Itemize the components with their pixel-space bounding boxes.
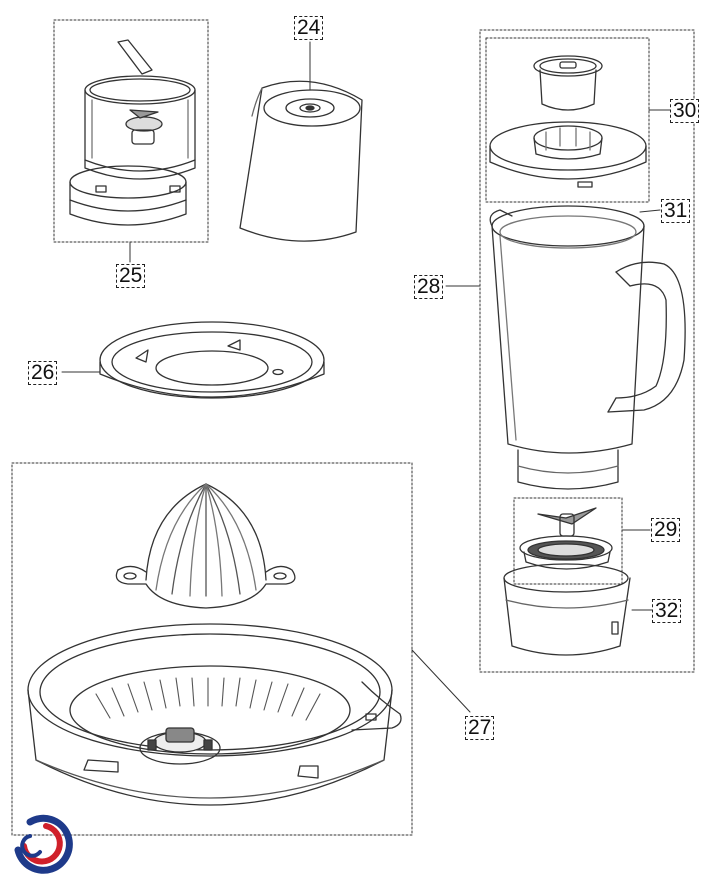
part-24-cap-drawing <box>239 41 363 242</box>
part-label-27: 27 <box>465 716 495 740</box>
part-label-29: 29 <box>651 518 681 542</box>
part-31-leader-drawing <box>639 209 661 213</box>
part-26-lid-drawing <box>61 321 325 399</box>
part-27-citrus-press-drawing <box>11 462 471 836</box>
part-label-28: 28 <box>414 275 444 299</box>
part-label-26: 26 <box>28 361 58 385</box>
part-25-grinder-drawing <box>53 19 209 263</box>
part-label-31: 31 <box>661 199 691 223</box>
brand-swirl-logo <box>14 814 73 874</box>
part-label-25: 25 <box>116 264 146 288</box>
part-29-blade-assembly-drawing <box>513 497 651 585</box>
part-32-base-collar-drawing <box>503 563 653 656</box>
part-28-blender-jar-drawing <box>445 29 695 673</box>
part-label-24: 24 <box>294 16 324 40</box>
part-label-32: 32 <box>652 599 682 623</box>
part-label-30: 30 <box>670 99 700 123</box>
part-30-lid-assembly-drawing <box>485 37 671 203</box>
